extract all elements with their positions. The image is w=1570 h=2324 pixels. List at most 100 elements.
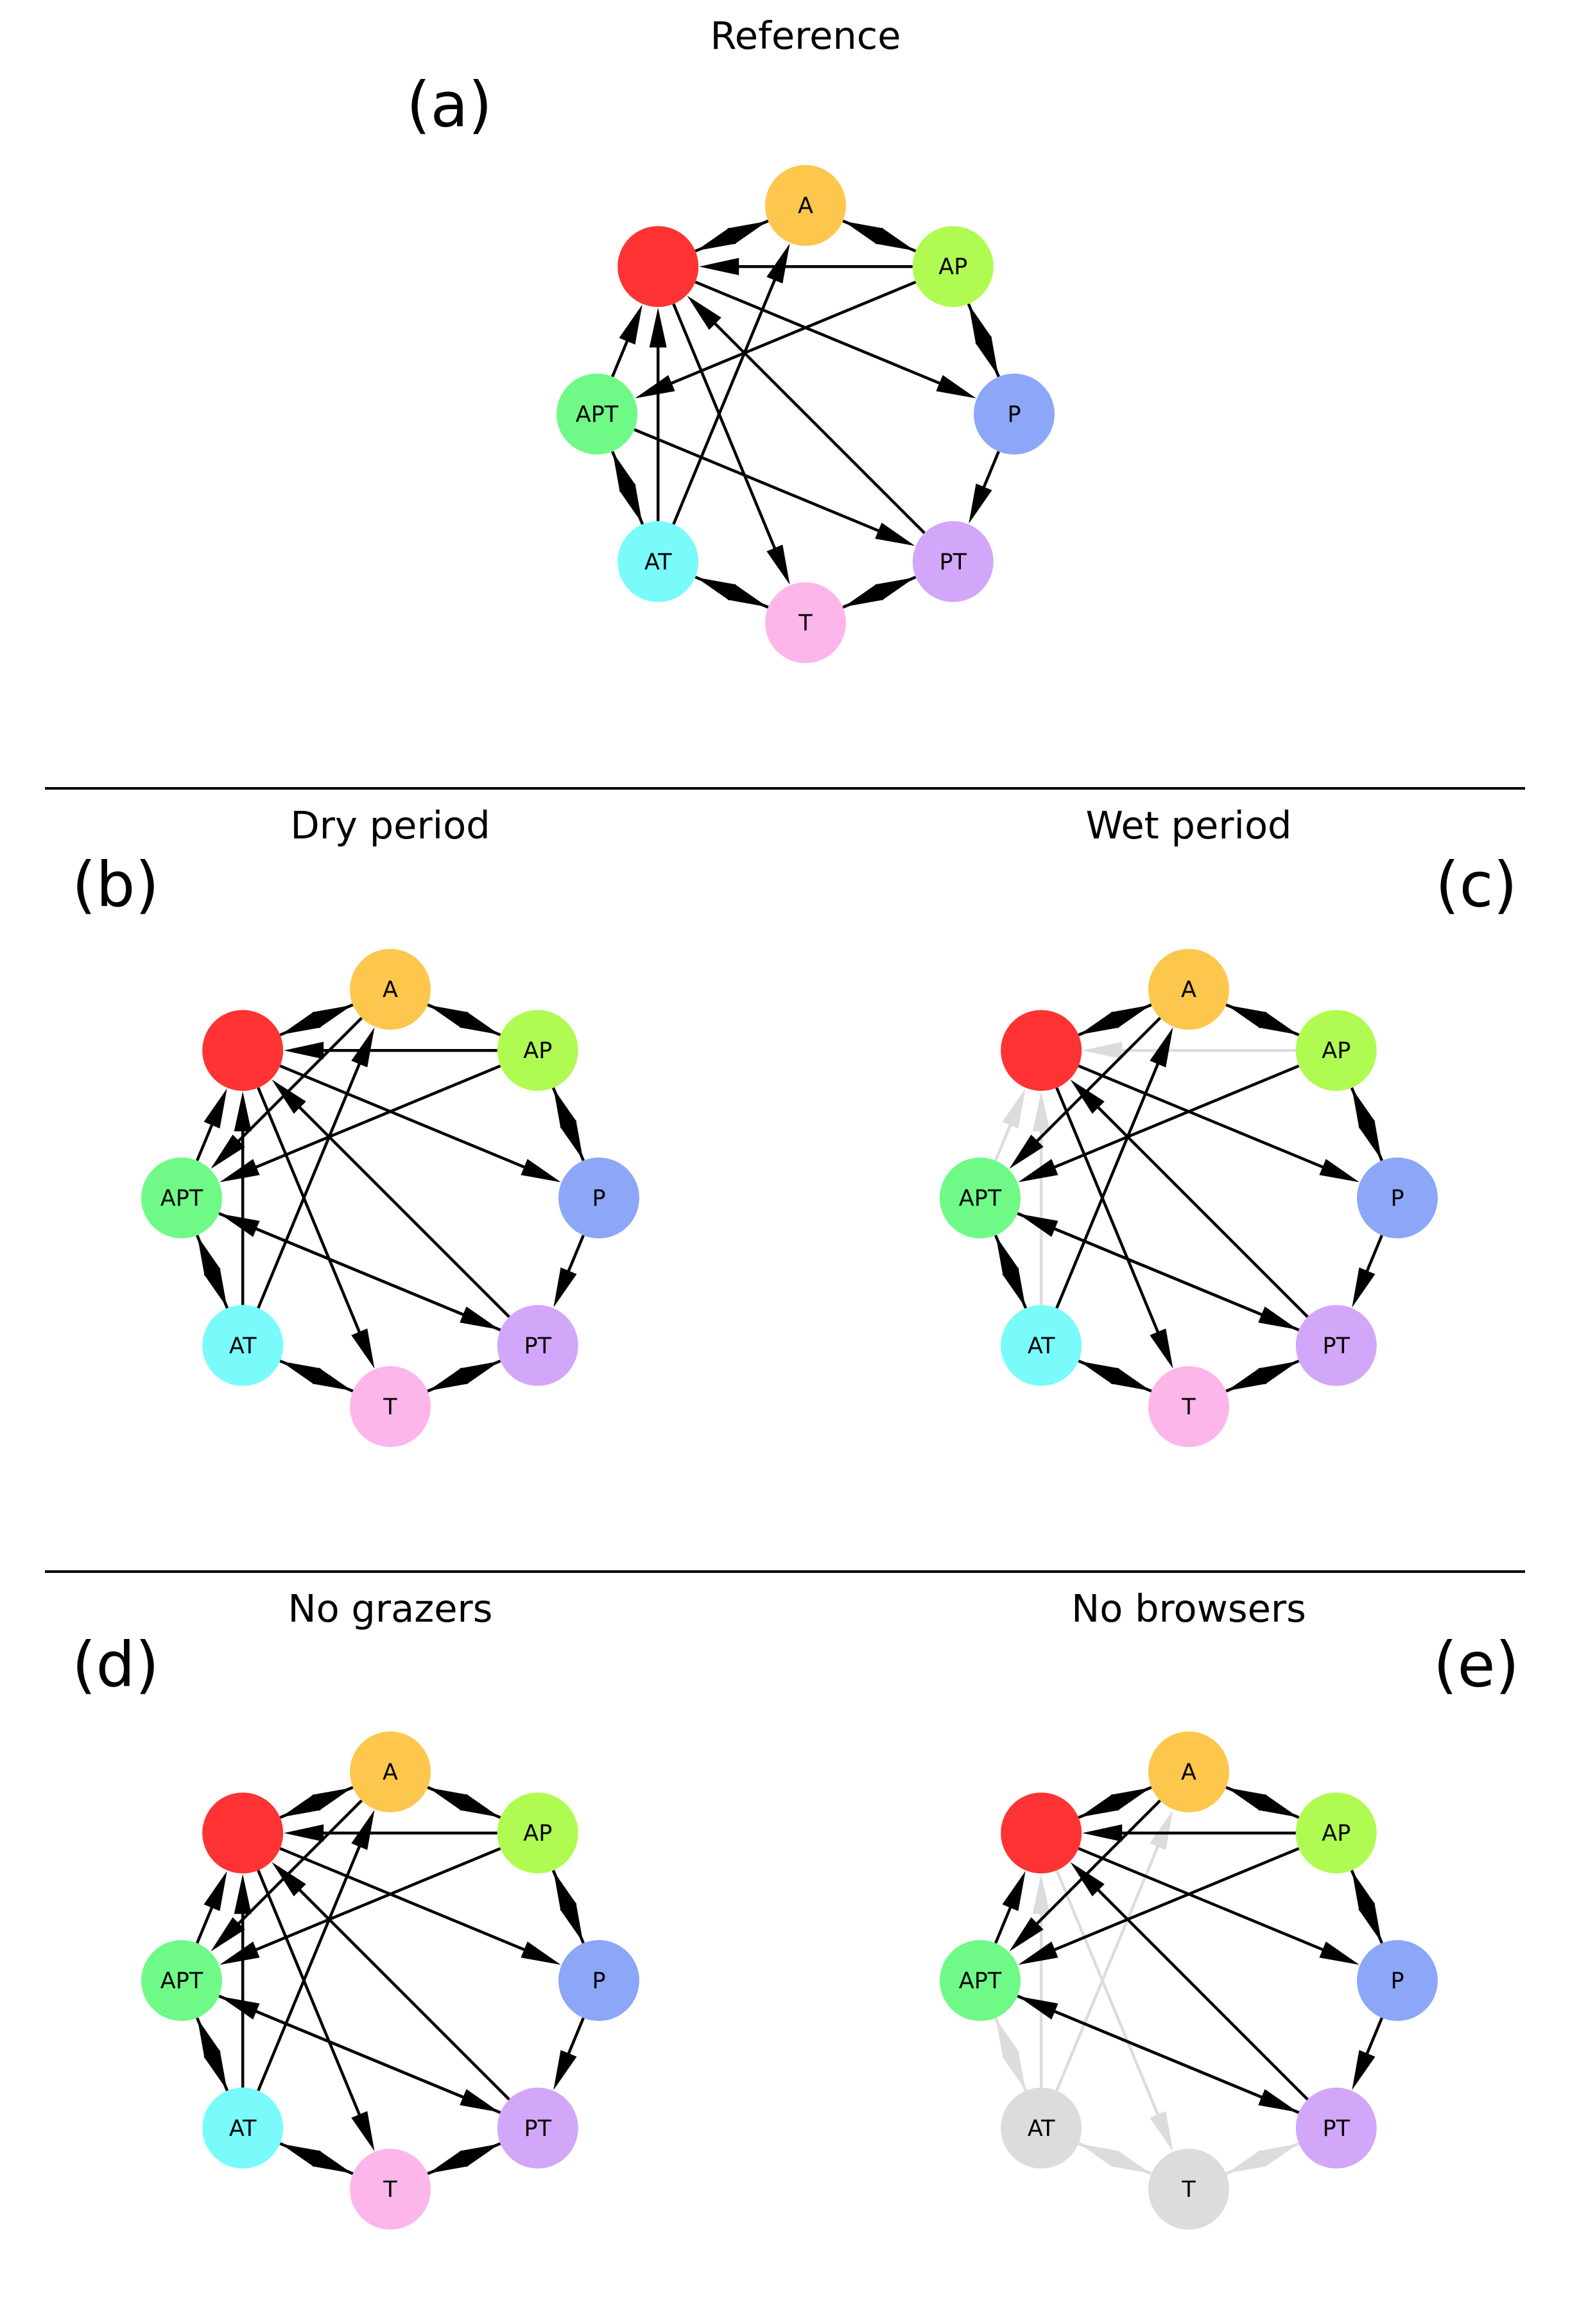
node-label: PT: [1323, 1333, 1350, 1359]
edge-P-to-AP: [553, 1088, 585, 1161]
node-T: T: [350, 1366, 431, 1447]
node-circle: [765, 165, 846, 246]
edge-PT-to-APT: [1018, 1996, 1300, 2114]
node-circle: [1001, 1792, 1082, 1874]
edge-R-to-A: [1078, 1787, 1151, 1819]
edge-line: [1078, 1847, 1338, 1957]
edge-R-to-A: [694, 221, 768, 253]
arrowhead: [521, 1941, 561, 1965]
edge-line: [1086, 1878, 1309, 2101]
edge-R-to-A: [279, 1005, 352, 1037]
node-label: PT: [524, 2116, 552, 2142]
edge-P-to-PT: [969, 451, 1000, 524]
arrowhead: [521, 1159, 561, 1183]
arrowhead: [1002, 2050, 1026, 2090]
edge-T-to-PT-faded: [1225, 2144, 1298, 2175]
node-label: T: [383, 1394, 397, 1420]
arrowhead: [220, 1213, 260, 1237]
edge-line: [694, 281, 955, 391]
edge-AT-to-R: [234, 1874, 252, 2088]
edge-line: [226, 1799, 363, 1936]
arrowhead: [560, 1902, 583, 1943]
panel-dividers: [45, 787, 1525, 1573]
edge-AT-to-A: [257, 1027, 375, 1309]
node-circle: [350, 949, 431, 1030]
node-AT: AT: [202, 2087, 284, 2169]
node-AT: AT: [617, 521, 699, 602]
arrowhead: [203, 1871, 227, 1911]
arrowhead: [1079, 1794, 1119, 1817]
edge-T-to-PT: [427, 2144, 500, 2175]
edge-AT-to-R-faded: [1032, 1874, 1050, 2088]
edge-R-to-T: [257, 1869, 375, 2151]
edge-R-to-A: [1078, 1005, 1151, 1037]
node-circle: [1001, 1305, 1082, 1386]
node-label: T: [798, 611, 813, 636]
node-label: A: [1181, 977, 1196, 1003]
edge-A-to-APT: [211, 1016, 363, 1169]
arrowhead: [843, 584, 884, 607]
edge-PT-to-APT: [220, 1996, 501, 2114]
arrowhead: [1227, 1005, 1267, 1028]
node-AT: AT: [1001, 2087, 1082, 2169]
node-circle: [141, 1158, 222, 1238]
node-PT: PT: [497, 1305, 578, 1386]
node-APT: APT: [940, 1158, 1021, 1238]
arrowhead: [428, 1787, 469, 1811]
edge-R-to-P: [1078, 1847, 1359, 1965]
node-PT: PT: [497, 2087, 578, 2169]
arrowhead: [1018, 1996, 1058, 2020]
arrowhead: [687, 295, 721, 330]
arrowhead: [234, 1091, 252, 1132]
node-P: P: [1357, 1940, 1438, 2021]
node-label: A: [798, 193, 813, 219]
arrowhead: [220, 1159, 260, 1183]
edge-AP-to-A: [428, 1005, 501, 1037]
panel-label: (d): [72, 1629, 159, 1701]
node-R: [617, 226, 699, 308]
arrowhead: [766, 544, 790, 585]
node-AP: AP: [912, 226, 994, 308]
edge-AP-to-R: [284, 1041, 497, 1059]
edge-APT-to-PT: [634, 428, 915, 546]
edge-line: [1039, 2004, 1300, 2114]
edge-APT-to-R: [994, 1871, 1026, 1944]
node-A: A: [350, 949, 431, 1030]
arrowhead: [428, 2150, 469, 2174]
node-label: AP: [523, 1038, 552, 1064]
node-label: APT: [160, 1968, 203, 1994]
arrowhead: [1032, 1091, 1050, 1132]
arrowhead: [553, 1267, 577, 1308]
edge-PT-to-R: [687, 295, 926, 534]
node-label: AP: [938, 254, 967, 280]
node-T: T: [350, 2149, 431, 2230]
edge-AP-to-R-faded: [1082, 1041, 1296, 1059]
arrowhead: [351, 1027, 375, 1068]
arrowhead: [1258, 1306, 1298, 1330]
arrowhead: [428, 1367, 469, 1391]
edge-line: [288, 1878, 510, 2101]
arrowhead: [1018, 1159, 1058, 1183]
node-label: A: [383, 977, 398, 1003]
edge-A-to-APT: [1009, 1016, 1162, 1169]
node-PT: PT: [1295, 2087, 1377, 2169]
edge-R-to-A: [279, 1787, 352, 1819]
node-AT: AT: [1001, 1305, 1082, 1386]
arrowhead: [1150, 2111, 1173, 2151]
edge-AP-to-A: [428, 1787, 501, 1819]
node-A: A: [1148, 1731, 1229, 1812]
arrowhead: [1258, 1011, 1298, 1035]
node-circle: [350, 1731, 431, 1812]
node-circle: [1295, 1792, 1377, 1874]
edge-P-to-PT: [1352, 1235, 1383, 1308]
edge-AT-to-R: [649, 308, 667, 521]
node-APT: APT: [940, 1940, 1021, 2021]
edge-line: [1039, 1847, 1300, 1957]
arrowhead: [272, 1862, 306, 1896]
edge-line: [1055, 1087, 1166, 1348]
panel-title: Wet period: [1085, 803, 1291, 847]
arrowhead: [843, 221, 884, 245]
edge-P-to-PT: [1352, 2017, 1383, 2090]
edge-A-to-APT: [1009, 1799, 1162, 1952]
